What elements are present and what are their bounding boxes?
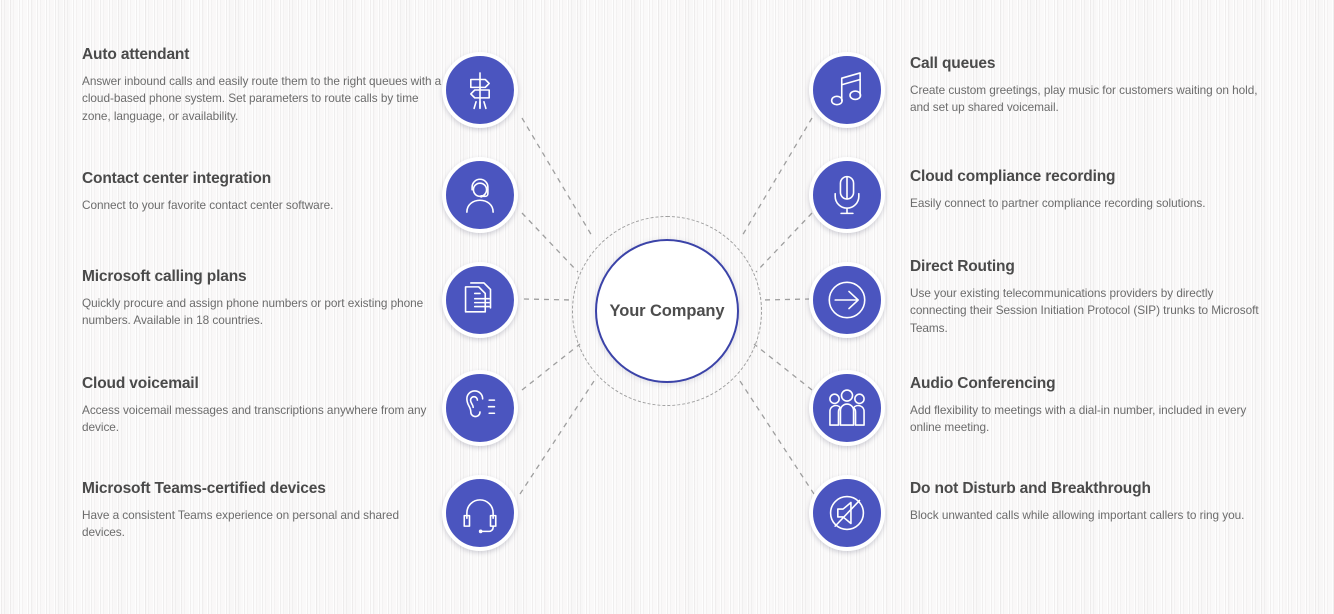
node-microsoft-calling-plans[interactable] xyxy=(442,262,518,338)
connector-right-5 xyxy=(737,377,815,495)
support-agent-icon xyxy=(459,174,501,216)
feature-title: Direct Routing xyxy=(910,258,1015,275)
node-cloud-compliance-recording[interactable] xyxy=(809,157,885,233)
connector-left-3 xyxy=(523,298,573,301)
headset-icon xyxy=(459,492,501,534)
connector-right-2 xyxy=(755,212,813,273)
feature-description: Block unwanted calls while allowing impo… xyxy=(910,508,1245,522)
feature-title: Audio Conferencing xyxy=(910,375,1056,392)
feature-title: Microsoft Teams-certified devices xyxy=(82,480,326,497)
speaker-muted-icon xyxy=(826,492,868,534)
feature-auto-attendant: Auto attendant Answer inbound calls and … xyxy=(82,46,442,125)
feature-title: Do not Disturb and Breakthrough xyxy=(910,480,1151,497)
feature-description: Quickly procure and assign phone numbers… xyxy=(82,296,424,328)
documents-stack-icon xyxy=(459,279,501,321)
feature-teams-certified-devices: Microsoft Teams-certified devices Have a… xyxy=(82,480,442,542)
connector-left-1 xyxy=(521,117,593,237)
feature-description: Create custom greetings, play music for … xyxy=(910,83,1258,115)
signpost-icon xyxy=(459,69,501,111)
feature-contact-center-integration: Contact center integration Connect to yo… xyxy=(82,170,442,214)
node-audio-conferencing[interactable] xyxy=(809,370,885,446)
connector-right-1 xyxy=(741,117,813,237)
microphone-icon xyxy=(826,174,868,216)
feature-description: Add flexibility to meetings with a dial-… xyxy=(910,403,1247,435)
feature-description: Answer inbound calls and easily route th… xyxy=(82,74,442,123)
hub-node[interactable]: Your Company xyxy=(595,239,739,383)
node-auto-attendant[interactable] xyxy=(442,52,518,128)
feature-title: Microsoft calling plans xyxy=(82,268,247,285)
connector-right-4 xyxy=(753,343,813,391)
connector-left-4 xyxy=(521,343,581,391)
feature-title: Contact center integration xyxy=(82,170,272,187)
node-call-queues[interactable] xyxy=(809,52,885,128)
feature-title: Call queues xyxy=(910,55,996,72)
feature-title: Auto attendant xyxy=(82,46,190,63)
ear-listening-icon xyxy=(459,387,501,429)
connector-left-5 xyxy=(519,377,597,495)
feature-cloud-compliance-recording: Cloud compliance recording Easily connec… xyxy=(910,168,1270,212)
people-group-icon xyxy=(826,387,868,429)
feature-microsoft-calling-plans: Microsoft calling plans Quickly procure … xyxy=(82,268,442,330)
feature-description: Easily connect to partner compliance rec… xyxy=(910,196,1206,210)
feature-description: Connect to your favorite contact center … xyxy=(82,198,334,212)
connector-right-3 xyxy=(761,298,811,301)
feature-description: Access voicemail messages and transcript… xyxy=(82,403,427,435)
node-do-not-disturb-breakthrough[interactable] xyxy=(809,475,885,551)
feature-call-queues: Call queues Create custom greetings, pla… xyxy=(910,55,1270,117)
arrow-right-circle-icon xyxy=(826,279,868,321)
feature-description: Have a consistent Teams experience on pe… xyxy=(82,508,399,540)
feature-do-not-disturb-breakthrough: Do not Disturb and Breakthrough Block un… xyxy=(910,480,1270,524)
connector-left-2 xyxy=(521,212,579,273)
feature-audio-conferencing: Audio Conferencing Add flexibility to me… xyxy=(910,375,1270,437)
hub-label: Your Company xyxy=(609,301,725,320)
music-notes-icon xyxy=(826,69,868,111)
feature-cloud-voicemail: Cloud voicemail Access voicemail message… xyxy=(82,375,442,437)
feature-direct-routing: Direct Routing Use your existing telecom… xyxy=(910,258,1270,337)
hub-dashed-ring xyxy=(572,216,762,406)
node-contact-center-integration[interactable] xyxy=(442,157,518,233)
feature-description: Use your existing telecommunications pro… xyxy=(910,286,1259,335)
feature-title: Cloud compliance recording xyxy=(910,168,1116,185)
node-direct-routing[interactable] xyxy=(809,262,885,338)
node-teams-certified-devices[interactable] xyxy=(442,475,518,551)
feature-title: Cloud voicemail xyxy=(82,375,199,392)
node-cloud-voicemail[interactable] xyxy=(442,370,518,446)
